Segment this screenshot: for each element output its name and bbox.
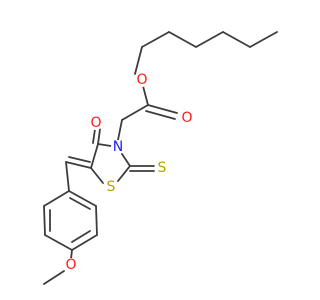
svg-text:O: O (181, 110, 192, 126)
bond-keto-b (92, 128, 96, 144)
bond-ring-inner-2 (71, 230, 91, 243)
bond-exo-double-b (68, 156, 91, 163)
ring-s-atom: S (104, 179, 118, 195)
bond-pentyl-5 (141, 31, 170, 48)
bond-ring-1 (68, 190, 97, 207)
bond-pentyl-4 (168, 31, 197, 48)
bond-ring-2 (95, 205, 98, 236)
bond-pentyl-1 (249, 31, 278, 48)
svg-text:S: S (158, 160, 167, 176)
bond-methoxy-o-ch3 (43, 270, 65, 285)
molecule-structure: O O N O S S O (43, 31, 278, 285)
ring-n-atom: N (111, 139, 125, 155)
svg-text:N: N (113, 139, 123, 155)
bond-ring-5 (43, 205, 46, 236)
bond-exo-double-a (65, 161, 92, 169)
bond-carbonyl-double-b (145, 110, 176, 120)
thione-s-atom: S (155, 160, 169, 176)
keto-o-atom: O (89, 115, 103, 131)
bond-ester-o-carbonyl (142, 85, 149, 106)
ester-o-atom: O (135, 72, 149, 88)
bond-ring-methoxy-o (70, 249, 73, 260)
atom-layer: O O N O S S O (64, 72, 194, 273)
bond-s1-c5 (90, 167, 104, 184)
methoxy-o-atom: O (64, 257, 78, 273)
bond-c5-c4 (90, 143, 99, 169)
bond-ring-6 (43, 190, 70, 207)
svg-text:O: O (136, 72, 147, 88)
bond-n-c2 (121, 153, 131, 167)
svg-text:O: O (65, 257, 76, 273)
bond-ring-4 (44, 234, 73, 251)
bond-keto-a (97, 128, 101, 145)
ester-carbonyl-o-atom: O (180, 110, 194, 126)
bond-carbonyl-ch2 (121, 104, 149, 121)
bond-ring-3 (71, 234, 98, 251)
bond-ch-ring (65, 161, 70, 192)
bond-ester-o-ch2 (134, 46, 143, 75)
bond-ring-inner-1 (69, 197, 91, 210)
bond-layer (43, 31, 278, 285)
bond-c4-n (97, 143, 112, 147)
bond-pentyl-2 (222, 31, 251, 48)
svg-text:S: S (107, 179, 116, 195)
bond-carbonyl-double-a (147, 104, 178, 114)
bond-c2-s1 (117, 165, 131, 182)
bond-ch2-n (117, 119, 123, 141)
svg-text:O: O (90, 115, 101, 131)
bond-pentyl-3 (195, 31, 224, 48)
